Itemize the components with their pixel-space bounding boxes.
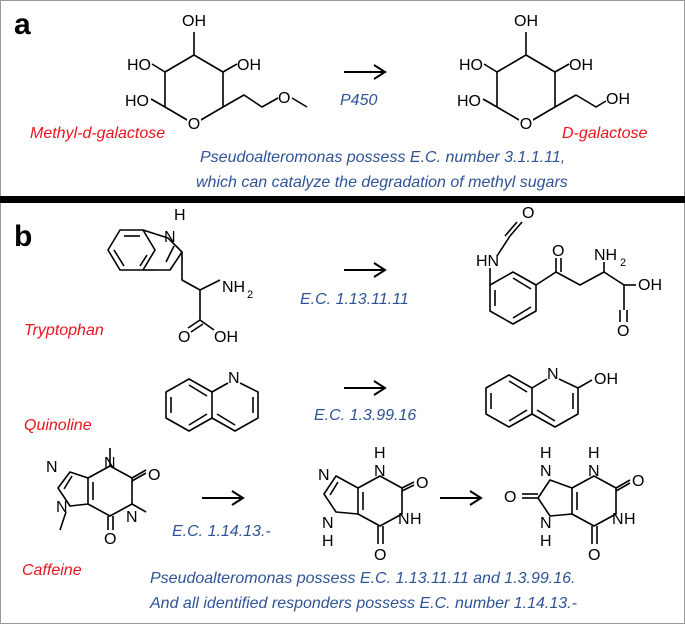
enzyme-label-1-14-13: E.C. 1.14.13.- [172,523,271,540]
panel-a-note-line1: Pseudoalteromonas possess E.C. number 3.… [200,149,566,166]
reaction-arrow [344,262,387,278]
amine-label: NH [594,247,617,264]
indole-nh-h: H [174,207,186,224]
urate-n: N [540,463,552,480]
oh-label: OH [569,57,593,74]
ring-oxygen-label: O [188,116,200,133]
urate-o: O [504,489,516,506]
indole-n: N [164,229,176,246]
caffeine-n: N [56,499,68,516]
panel-b-note-line1: Pseudoalteromonas possess E.C. 1.13.11.1… [150,570,576,587]
subscript: 2 [620,257,626,269]
ho-label: HO [457,93,481,110]
hydroxyl-label: OH [638,277,662,294]
h-label: H [588,445,600,462]
carbonyl-o: O [178,329,190,346]
h-label: H [540,445,552,462]
quinoline-n: N [228,370,240,387]
amine-label: NH [222,279,245,296]
ho-label: HO [127,57,151,74]
ho-label: HO [459,57,483,74]
hydroxyl-label: OH [594,371,618,388]
ether-oxygen-label: O [278,90,290,107]
enzyme-label-p450: P450 [340,92,378,109]
acid-o: O [617,323,629,340]
caffeine-n: N [104,455,116,472]
reaction-arrow [440,490,483,506]
urate-nh: N [612,511,624,528]
urate-o: O [632,473,644,490]
formyl-o: O [522,205,534,222]
hydroxyl-label: OH [214,329,238,346]
reactant-name-quinoline: Quinoline [24,417,92,434]
xanthine-n: N [322,515,334,532]
urate-n: N [588,463,600,480]
hn-label: HN [476,253,499,270]
h-label: H [540,533,552,550]
reaction-arrow [202,490,245,506]
reactant-name-methyl-galactose: Methyl-d-galactose [30,125,166,142]
reactant-name-tryptophan: Tryptophan [24,322,104,339]
h-label: H [410,511,422,528]
hydroxyl-label: OH [606,91,630,108]
xanthine-o: O [374,547,386,564]
enzyme-label-1-13-11-11: E.C. 1.13.11.11 [300,291,409,308]
caffeine-n: N [46,459,58,476]
xanthine-o: O [416,475,428,492]
urate-o: O [588,547,600,564]
oh-label: OH [514,13,538,30]
d-galactose-structure: OH HO OH HO O OH [457,13,630,133]
h-label: H [624,511,636,528]
caffeine-o: O [104,531,116,548]
reactant-name-caffeine: Caffeine [22,562,82,579]
panel-label-a: a [14,8,31,41]
urate-n: N [540,515,552,532]
oh-label: OH [237,57,261,74]
ketone-o: O [552,243,564,260]
methyl-galactose-structure: OH HO OH HO O O [125,13,308,133]
product-name-galactose: D-galactose [562,125,648,142]
panel-a-note-line2: which can catalyze the degradation of me… [196,174,568,191]
h-label: H [374,445,386,462]
caffeine-o: O [148,467,160,484]
panel-b-note-line2: And all identified responders possess E.… [150,595,577,612]
ring-oxygen-label: O [520,116,532,133]
reaction-arrow [344,64,387,80]
panel-divider [0,196,685,203]
oh-label: OH [182,13,206,30]
xanthine-nh: N [398,511,410,528]
enzyme-label-1-3-99-16: E.C. 1.3.99.16 [314,407,417,424]
xanthine-n: N [318,467,330,484]
h-label: H [322,533,334,550]
panel-label-b: b [14,220,33,253]
ho-label: HO [125,93,149,110]
caffeine-n: N [126,509,138,526]
reaction-arrow [344,380,387,396]
subscript: 2 [247,289,253,301]
xanthine-n: N [374,463,386,480]
quinolinone-n: N [547,366,559,383]
